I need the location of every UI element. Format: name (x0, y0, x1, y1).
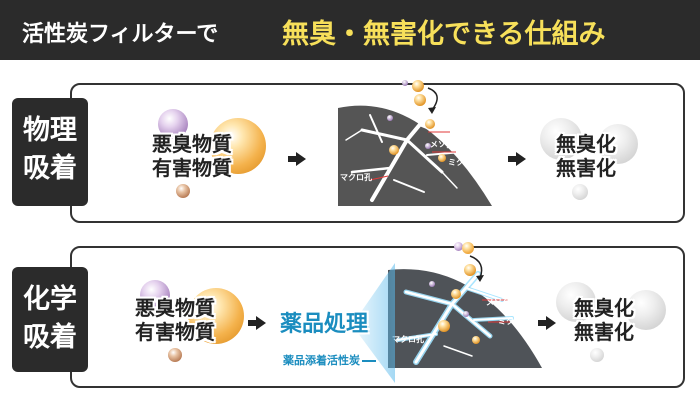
activated-carbon-pores-illustration (338, 80, 492, 206)
neutralized-molecule-icon (556, 282, 596, 322)
neutralized-molecule-icon (626, 290, 666, 330)
carbon-molecule-icon (438, 320, 450, 332)
physical-tag-line1: 物理 (23, 115, 77, 146)
carbon-molecule-icon (463, 311, 469, 317)
title-banner: 活性炭フィルターで 無臭・無害化できる仕組み (0, 0, 700, 60)
purple-molecule-icon (158, 109, 188, 139)
arrow-right-icon (248, 316, 266, 330)
pore-label-macro: マクロ孔 (392, 335, 424, 344)
chemical-after-line2: 無害化 (574, 320, 634, 344)
carbon-molecule-icon (414, 94, 426, 106)
incoming-molecule-icon (462, 242, 474, 254)
chemical-tag: 化学 吸着 (12, 267, 88, 372)
carbon-molecule-icon (451, 289, 461, 299)
physical-before-line2: 有害物質 (152, 156, 232, 180)
pore-label-meso: メソ孔 (486, 298, 510, 307)
chemical-adsorption-section: 化学 吸着 悪臭物質 有害物質 (0, 242, 700, 392)
brown-molecule-icon (176, 184, 190, 198)
neutralized-molecule-icon (540, 118, 582, 160)
chemically-treated-carbon-illustration (388, 255, 542, 368)
carbon-molecule-icon (429, 281, 435, 287)
physical-after-text: 無臭化 無害化 (556, 132, 616, 180)
title-prefix: 活性炭フィルターで (22, 22, 219, 47)
pore-label-macro: マクロ孔 (340, 173, 372, 182)
incoming-molecule-icon (402, 80, 408, 86)
physical-after-line1: 無臭化 (556, 132, 616, 156)
carbon-molecule-icon (438, 154, 446, 162)
physical-adsorption-section: 物理 吸着 悪臭物質 有害物質 (0, 80, 700, 226)
physical-tag: 物理 吸着 (12, 98, 88, 206)
physical-before-text: 悪臭物質 有害物質 (152, 132, 232, 180)
carbon-molecule-icon (464, 264, 476, 276)
pore-label-micro: ミクロ孔 (448, 158, 480, 167)
physical-after-line2: 無害化 (556, 156, 616, 180)
chemical-treatment-note: 薬品添着活性炭 (283, 352, 376, 368)
neutralized-molecule-icon (572, 184, 588, 200)
carbon-molecule-icon (425, 119, 435, 129)
carbon-molecule-icon (389, 145, 399, 155)
purple-molecule-icon (140, 280, 170, 310)
chemical-before-line2: 有害物質 (135, 320, 215, 344)
chemical-tag-line2: 吸着 (23, 322, 77, 353)
chemical-tag-line1: 化学 (23, 284, 77, 315)
neutralized-molecule-icon (598, 124, 638, 164)
physical-tag-line2: 吸着 (23, 153, 77, 184)
arrow-right-icon (538, 316, 556, 330)
title-highlight: 無臭・無害化できる仕組み (282, 19, 606, 50)
carbon-molecule-icon (472, 336, 480, 344)
chemical-before-line1: 悪臭物質 (135, 296, 215, 320)
chemical-before-text: 悪臭物質 有害物質 (135, 296, 215, 344)
orange-molecule-icon (188, 288, 244, 344)
arrow-right-icon (508, 152, 526, 166)
arrow-right-icon (288, 152, 306, 166)
pore-label-meso: メソ孔 (430, 140, 454, 149)
neutralized-molecule-icon (590, 348, 604, 362)
chemical-treatment-label: 薬品処理 (280, 312, 369, 337)
carbon-molecule-icon (387, 115, 393, 121)
pore-label-micro: ミクロ孔 (498, 317, 530, 326)
incoming-molecule-icon (454, 242, 463, 251)
physical-before-line1: 悪臭物質 (152, 132, 232, 156)
orange-molecule-icon (210, 118, 266, 174)
chemical-treatment-note-text: 薬品添着活性炭 (283, 354, 360, 367)
chemical-after-text: 無臭化 無害化 (574, 296, 634, 344)
leader-line (362, 360, 376, 362)
chemical-after-line1: 無臭化 (574, 296, 634, 320)
carbon-molecule-icon (425, 143, 431, 149)
incoming-molecule-icon (412, 80, 424, 92)
brown-molecule-icon (168, 348, 182, 362)
